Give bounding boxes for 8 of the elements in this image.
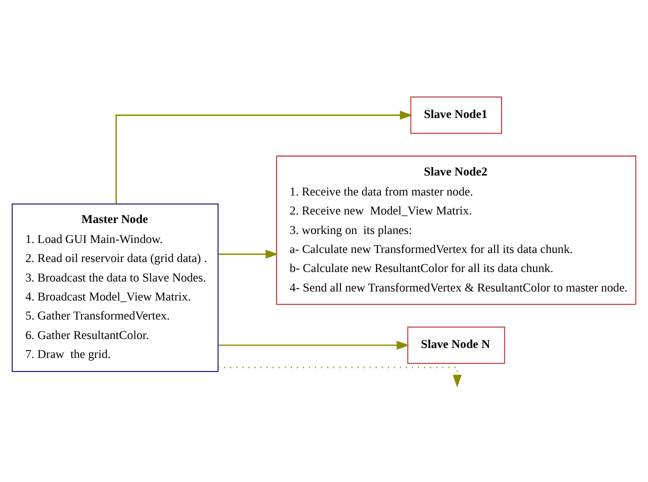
arrow: [218, 249, 278, 258]
node-box: Slave Node N: [407, 326, 506, 364]
node-box: Master Node 1. Load GUI Main-Window. 2. Read oil reservoir data (grid data) . 3. Broadcast the data to Slave Nodes. 4. Broadcast Model_View Matrix. 5. Gather TransformedVertex. 6. Gather ResultantColor. 7. Draw the grid.: [12, 202, 219, 372]
arrow: [218, 340, 410, 350]
arrow: [218, 366, 462, 388]
node-box: Slave Node2 1. Receive the data from master node. 2. Receive new Model_View Matrix. 3. working on its planes: a- Calculate new TransformedVertex for all its data chunk. b- Calculate new ResultantColor for all its data chunk. 4- Send all new TransformedVertex & ResultantColor to master node.: [276, 155, 636, 304]
arrow: [116, 110, 413, 204]
node-box: Slave Node1: [410, 96, 502, 134]
